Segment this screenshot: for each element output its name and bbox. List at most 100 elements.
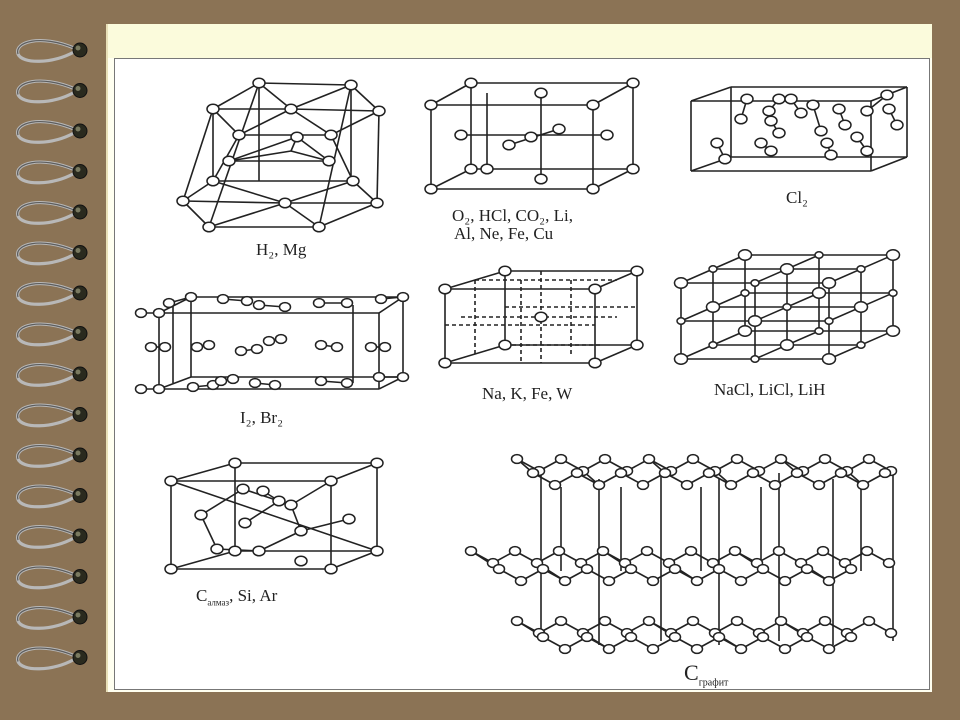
atom bbox=[888, 289, 898, 297]
bond-line bbox=[592, 168, 634, 190]
atom bbox=[492, 563, 506, 575]
bond-line bbox=[182, 200, 210, 228]
bond-line bbox=[430, 82, 472, 106]
atom bbox=[814, 251, 824, 259]
atom bbox=[202, 339, 216, 351]
bond-line bbox=[238, 108, 292, 136]
bond-line bbox=[212, 108, 240, 136]
atom bbox=[424, 99, 438, 111]
molecular-label-line1: O₂, HCl, CO₂, Li, bbox=[452, 206, 573, 225]
bond-line bbox=[318, 202, 378, 228]
bond-line bbox=[258, 530, 302, 552]
bond-line bbox=[182, 108, 214, 202]
bond-line bbox=[290, 108, 380, 112]
atom bbox=[588, 283, 602, 295]
atom bbox=[600, 129, 614, 141]
bond-line bbox=[284, 202, 320, 228]
ring-hole-icon bbox=[72, 366, 88, 382]
bond-line bbox=[296, 136, 330, 162]
bond-line bbox=[290, 480, 332, 506]
atom bbox=[624, 631, 638, 643]
atom bbox=[734, 113, 748, 125]
atom bbox=[822, 575, 836, 587]
ring-shade bbox=[17, 445, 75, 460]
atom bbox=[210, 543, 224, 555]
atom bbox=[536, 631, 550, 643]
bond-line bbox=[330, 110, 380, 136]
atom bbox=[794, 107, 808, 119]
ring-hole-icon bbox=[72, 488, 88, 503]
atom bbox=[800, 563, 814, 575]
atom bbox=[882, 103, 896, 115]
atom bbox=[684, 545, 698, 557]
diamond-lattice bbox=[164, 457, 384, 575]
atom bbox=[740, 93, 754, 105]
atom bbox=[164, 563, 178, 575]
atom bbox=[816, 545, 830, 557]
atom bbox=[658, 467, 672, 479]
ring-hole-highlight bbox=[75, 369, 81, 375]
ring-hole-icon bbox=[72, 447, 88, 463]
ring-shade bbox=[17, 121, 75, 136]
bond-line bbox=[212, 180, 286, 204]
atom bbox=[278, 301, 292, 313]
atom bbox=[324, 563, 338, 575]
ring-icon bbox=[16, 120, 75, 144]
atom bbox=[818, 453, 832, 465]
atom bbox=[284, 499, 298, 511]
atom bbox=[646, 575, 660, 587]
ring-hole-highlight bbox=[75, 491, 81, 496]
ring-icon bbox=[16, 565, 75, 590]
ring-icon bbox=[16, 241, 75, 266]
atom bbox=[324, 129, 338, 141]
atom bbox=[673, 277, 689, 289]
atom bbox=[642, 615, 656, 627]
graphite-lattice bbox=[464, 453, 898, 655]
atom bbox=[646, 643, 660, 655]
atom bbox=[856, 341, 866, 349]
atom bbox=[164, 475, 178, 487]
atom bbox=[890, 119, 904, 131]
bond-line bbox=[244, 500, 280, 524]
atom bbox=[790, 467, 804, 479]
ring-hole-highlight bbox=[75, 207, 81, 213]
atom bbox=[853, 301, 869, 313]
atom bbox=[290, 131, 304, 143]
atom bbox=[190, 341, 204, 353]
bond-line bbox=[212, 82, 260, 110]
atom bbox=[750, 279, 760, 287]
atom bbox=[228, 545, 242, 557]
atom bbox=[834, 467, 848, 479]
atom bbox=[580, 631, 594, 643]
ring-shade bbox=[17, 526, 75, 541]
atom bbox=[176, 195, 190, 207]
atom bbox=[344, 79, 358, 91]
atom bbox=[782, 303, 792, 311]
atom bbox=[226, 373, 240, 385]
atom bbox=[248, 377, 262, 389]
ring-shade bbox=[17, 485, 75, 500]
ring-hole-highlight bbox=[75, 288, 81, 294]
atom bbox=[710, 137, 724, 149]
bond-line bbox=[300, 518, 350, 532]
atom bbox=[642, 453, 656, 465]
atom bbox=[592, 479, 606, 491]
atom bbox=[514, 575, 528, 587]
bond-line bbox=[170, 550, 236, 570]
atom bbox=[812, 479, 826, 491]
hcp-lattice bbox=[176, 77, 386, 233]
atom bbox=[626, 77, 640, 89]
atom bbox=[498, 339, 512, 351]
atom bbox=[294, 525, 308, 537]
atom bbox=[756, 631, 770, 643]
atom bbox=[526, 467, 540, 479]
atom bbox=[580, 563, 594, 575]
molecular-label-line2: Al, Ne, Fe, Cu bbox=[454, 224, 554, 243]
atom bbox=[747, 315, 763, 327]
atom bbox=[370, 457, 384, 469]
atom bbox=[821, 277, 837, 289]
atom bbox=[885, 249, 901, 261]
atom bbox=[534, 87, 548, 99]
atom bbox=[772, 93, 786, 105]
atom bbox=[502, 139, 516, 151]
